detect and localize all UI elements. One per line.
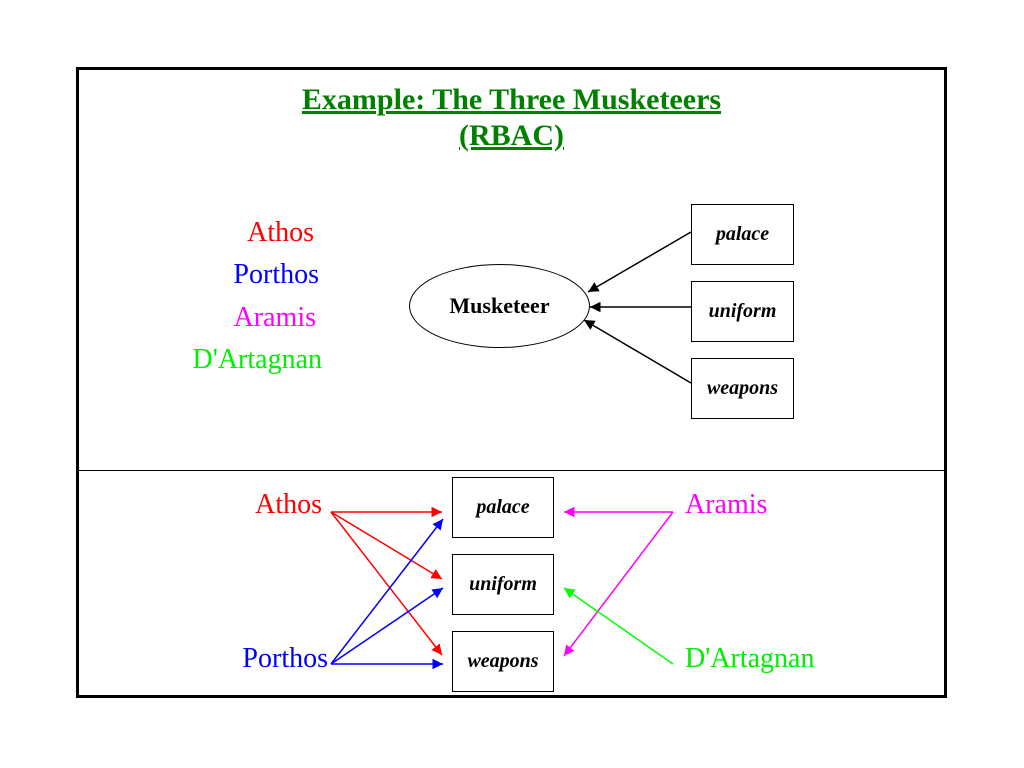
role-musketeer: Musketeer <box>409 264 590 348</box>
top-user-aramis: Aramis <box>233 302 316 333</box>
top-permission-uniform: uniform <box>691 281 794 342</box>
arrow-aramis-to-weapons <box>563 511 674 657</box>
bottom-permission-palace: palace <box>452 477 554 538</box>
title-line-1: Example: The Three Musketeers <box>301 83 722 116</box>
diagram-frame: Example: The Three Musketeers (RBAC) <box>76 67 947 698</box>
bottom-permission-weapons: weapons <box>452 631 554 692</box>
top-user-athos: Athos <box>247 217 314 248</box>
bottom-user-porthos: Porthos <box>242 643 328 674</box>
bottom-user-aramis: Aramis <box>685 489 768 520</box>
arrow-dartagnan-to-uniform <box>563 587 674 665</box>
arrow-porthos-to-palace <box>330 518 444 665</box>
arrow-athos-to-uniform <box>330 511 443 580</box>
arrow-palace-to-musketeer <box>587 231 692 293</box>
top-user-dartagnan: D'Artagnan <box>192 344 322 375</box>
top-user-porthos: Porthos <box>233 259 319 290</box>
bottom-permission-uniform: uniform <box>452 554 554 615</box>
section-divider <box>79 470 944 471</box>
arrow-weapons-to-musketeer <box>583 319 692 384</box>
title-line-2: (RBAC) <box>459 119 564 152</box>
top-permission-palace: palace <box>691 204 794 265</box>
bottom-user-athos: Athos <box>255 489 322 520</box>
bottom-user-dartagnan: D'Artagnan <box>685 643 815 674</box>
top-permission-weapons: weapons <box>691 358 794 419</box>
arrow-athos-to-weapons <box>330 511 443 656</box>
diagram-title: Example: The Three Musketeers (RBAC) <box>79 82 944 154</box>
arrow-porthos-to-uniform <box>330 587 444 665</box>
